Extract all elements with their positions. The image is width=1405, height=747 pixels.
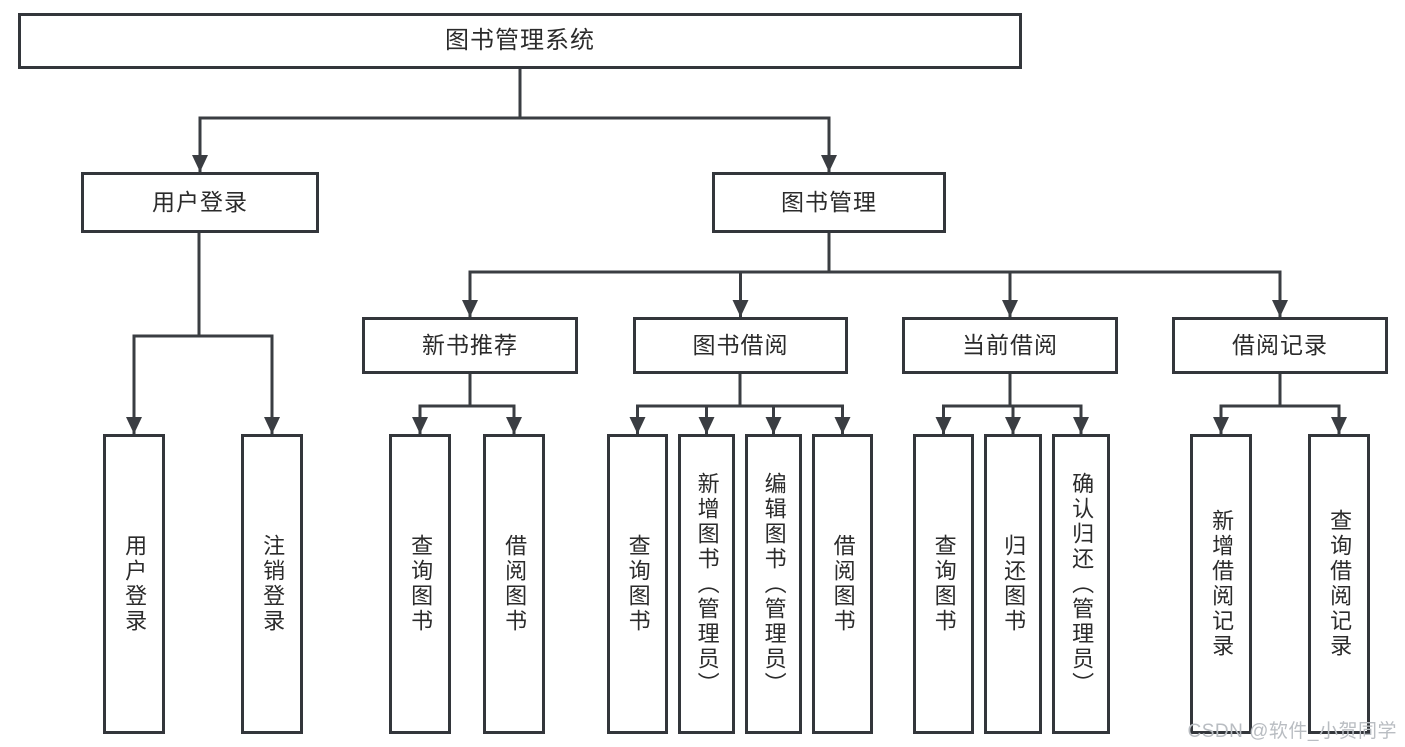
node-book-borrow[interactable]: 图书借阅 xyxy=(633,317,848,374)
node-leaf-borrow-1[interactable]: 借阅图书 xyxy=(483,434,545,734)
node-label: 新增图书（管理员） xyxy=(694,471,720,697)
node-new-book-rec[interactable]: 新书推荐 xyxy=(362,317,578,374)
node-current-borrow[interactable]: 当前借阅 xyxy=(902,317,1118,374)
arrowhead-book-borrow-to-leaf-add-book xyxy=(698,417,715,434)
arrowhead-root-to-book-manage xyxy=(821,155,837,172)
arrowhead-borrow-record-to-leaf-add-rec xyxy=(1213,417,1229,434)
node-root[interactable]: 图书管理系统 xyxy=(18,13,1022,69)
node-leaf-borrow-2[interactable]: 借阅图书 xyxy=(812,434,873,734)
node-label: 编辑图书（管理员） xyxy=(761,471,787,697)
arrowhead-book-borrow-to-leaf-edit-book xyxy=(765,417,782,434)
arrowhead-borrow-record-to-leaf-query-rec xyxy=(1331,417,1347,434)
arrowhead-user-login-to-leaf-logout xyxy=(264,417,280,434)
node-book-manage[interactable]: 图书管理 xyxy=(712,172,946,233)
node-leaf-user-login[interactable]: 用户登录 xyxy=(103,434,165,734)
node-label: 图书管理 xyxy=(781,189,877,216)
node-user-login[interactable]: 用户登录 xyxy=(81,172,319,233)
node-label: 借阅图书 xyxy=(830,534,856,634)
node-borrow-record[interactable]: 借阅记录 xyxy=(1172,317,1388,374)
node-leaf-confirm[interactable]: 确认归还（管理员） xyxy=(1052,434,1110,734)
arrowhead-current-borrow-to-leaf-confirm xyxy=(1073,417,1089,434)
node-leaf-query-3[interactable]: 查询图书 xyxy=(913,434,974,734)
arrowhead-new-book-rec-to-leaf-query-1 xyxy=(412,417,428,434)
node-label: 用户登录 xyxy=(152,189,248,216)
arrowhead-root-to-user-login xyxy=(192,155,208,172)
arrowhead-user-login-to-leaf-user-login xyxy=(126,417,142,434)
node-label: 借阅记录 xyxy=(1232,332,1328,359)
node-leaf-add-rec[interactable]: 新增借阅记录 xyxy=(1190,434,1252,734)
node-leaf-query-1[interactable]: 查询图书 xyxy=(389,434,451,734)
node-label: 查询借阅记录 xyxy=(1327,509,1353,659)
node-label: 新书推荐 xyxy=(422,332,518,359)
node-leaf-logout[interactable]: 注销登录 xyxy=(241,434,303,734)
arrowhead-current-borrow-to-leaf-return xyxy=(1005,417,1021,434)
node-label: 借阅图书 xyxy=(502,534,528,634)
node-leaf-query-rec[interactable]: 查询借阅记录 xyxy=(1308,434,1370,734)
arrowhead-book-manage-to-current-borrow xyxy=(1002,300,1018,317)
arrowhead-book-manage-to-borrow-record xyxy=(1272,300,1288,317)
arrowhead-current-borrow-to-leaf-query-3 xyxy=(935,417,952,434)
node-leaf-add-book[interactable]: 新增图书（管理员） xyxy=(678,434,735,734)
node-label: 查询图书 xyxy=(931,534,957,634)
node-label: 新增借阅记录 xyxy=(1209,509,1235,659)
node-label: 查询图书 xyxy=(625,534,651,634)
node-label: 图书管理系统 xyxy=(445,27,595,54)
node-leaf-return[interactable]: 归还图书 xyxy=(984,434,1042,734)
node-leaf-edit-book[interactable]: 编辑图书（管理员） xyxy=(745,434,802,734)
node-label: 图书借阅 xyxy=(692,332,789,359)
node-leaf-query-2[interactable]: 查询图书 xyxy=(607,434,668,734)
arrowhead-new-book-rec-to-leaf-borrow-1 xyxy=(506,417,522,434)
node-label: 当前借阅 xyxy=(962,332,1058,359)
node-label: 注销登录 xyxy=(260,534,286,634)
arrowhead-book-borrow-to-leaf-borrow-2 xyxy=(834,417,851,434)
node-label: 归还图书 xyxy=(1001,534,1027,634)
node-label: 用户登录 xyxy=(122,534,148,634)
arrowhead-book-manage-to-book-borrow xyxy=(732,300,749,317)
node-label: 查询图书 xyxy=(408,534,434,634)
arrowhead-book-borrow-to-leaf-query-2 xyxy=(629,417,646,434)
arrowhead-book-manage-to-new-book-rec xyxy=(462,300,478,317)
node-label: 确认归还（管理员） xyxy=(1069,471,1095,697)
watermark-text: CSDN @软件_小贺同学 xyxy=(1187,721,1397,742)
